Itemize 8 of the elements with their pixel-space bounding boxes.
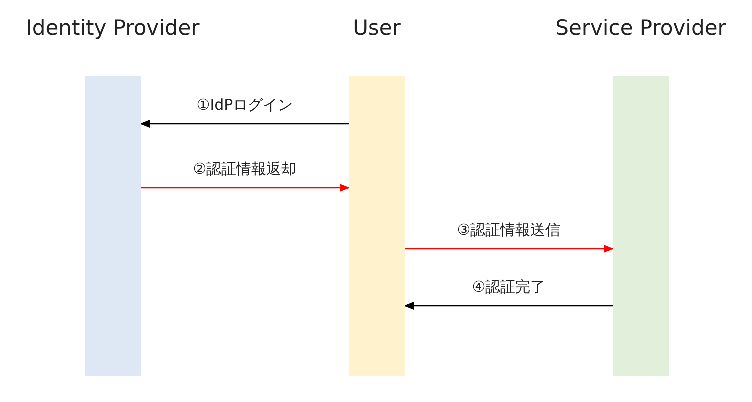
arrow (404, 302, 613, 310)
lifeline-heading: User (352, 16, 402, 40)
lifeline-heading: Service Provider (554, 16, 728, 40)
arrow (141, 184, 350, 192)
edge-label: ③認証情報送信 (455, 221, 563, 240)
lifeline-heading: Identity Provider (25, 16, 201, 40)
arrow (405, 245, 614, 253)
arrow (140, 120, 349, 128)
